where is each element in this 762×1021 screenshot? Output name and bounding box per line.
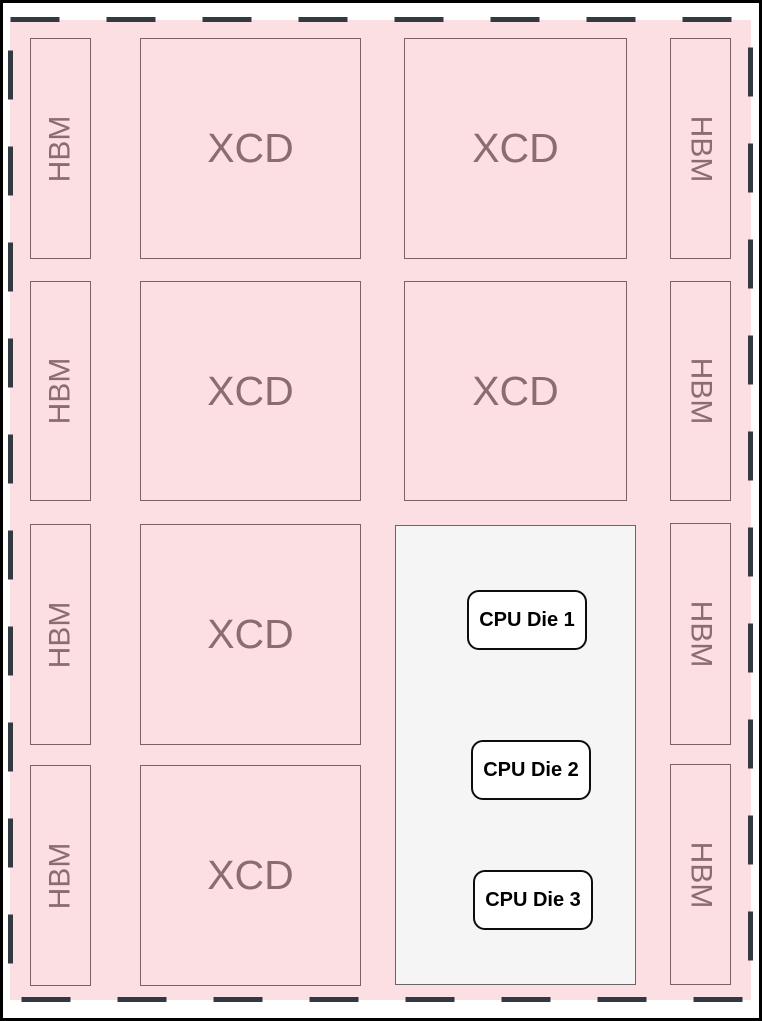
hbm-block-left-1: HBM (30, 38, 91, 259)
hbm-block-left-3: HBM (30, 524, 91, 745)
xcd-label: XCD (207, 125, 294, 171)
cpu-complex-region: CPU Die 1 CPU Die 2 CPU Die 3 (395, 525, 636, 985)
xcd-label: XCD (472, 367, 559, 414)
hbm-label: HBM (43, 115, 77, 182)
xcd-block-4: XCD (140, 765, 361, 986)
xcd-block-3: XCD (140, 524, 361, 745)
xcd-block-5: XCD (404, 38, 627, 259)
hbm-label: HBM (43, 842, 77, 909)
xcd-label: XCD (207, 611, 294, 657)
hbm-label: HBM (684, 115, 718, 182)
xcd-block-2: XCD (140, 281, 361, 501)
hbm-label: HBM (684, 841, 718, 908)
cpu-die-1: CPU Die 1 (467, 590, 587, 650)
hbm-label: HBM (684, 357, 718, 425)
cpu-die-2: CPU Die 2 (471, 740, 591, 800)
hbm-block-right-1: HBM (670, 38, 731, 259)
hbm-label: HBM (43, 357, 77, 425)
xcd-block-1: XCD (140, 38, 361, 259)
hbm-block-left-2: HBM (30, 281, 91, 501)
package-substrate (10, 20, 751, 1000)
cpu-die-3: CPU Die 3 (473, 870, 593, 930)
hbm-block-right-3: HBM (670, 523, 731, 745)
hbm-block-right-4: HBM (670, 764, 731, 985)
hbm-block-left-4: HBM (30, 765, 91, 986)
xcd-label: XCD (472, 125, 559, 171)
hbm-label: HBM (43, 601, 77, 668)
xcd-label: XCD (207, 367, 294, 414)
hbm-label: HBM (684, 600, 718, 668)
xcd-block-6: XCD (404, 281, 627, 501)
xcd-label: XCD (207, 852, 294, 898)
hbm-block-right-2: HBM (670, 281, 731, 501)
